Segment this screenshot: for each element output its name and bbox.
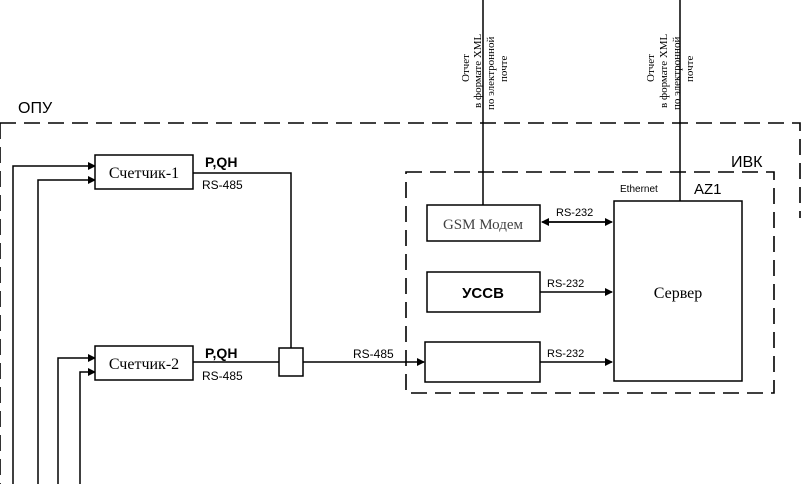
report-1-label: Отчет в формате XML по электронной почте xyxy=(460,33,510,110)
az1-label: AZ1 xyxy=(694,181,722,198)
rs232-links xyxy=(540,218,613,366)
meter-2: Счетчик-2 xyxy=(94,345,194,381)
svg-text:по электронной: по электронной xyxy=(671,37,683,110)
meter-1-signal: P,QH xyxy=(205,154,237,170)
ussv-label: УССВ xyxy=(462,285,504,302)
server-label: Сервер xyxy=(654,285,703,302)
svg-text:Отчет: Отчет xyxy=(460,54,472,82)
svg-text:в формате XML: в формате XML xyxy=(472,33,484,108)
ussv-box xyxy=(426,271,541,313)
report-lines xyxy=(482,0,681,205)
report-2-label: Отчет в формате XML по электронной почте xyxy=(645,33,696,110)
meter-1-interface: RS-485 xyxy=(202,178,243,192)
modem-rs232-label: RS-232 xyxy=(556,207,593,219)
bus-rs485-label: RS-485 xyxy=(353,347,394,361)
meter-1: Счетчик-1 xyxy=(94,154,194,190)
svg-text:Отчет: Отчет xyxy=(645,54,657,82)
opu-label: ОПУ xyxy=(18,100,53,117)
meter-2-label: Счетчик-2 xyxy=(109,356,179,373)
meter-input-lines xyxy=(12,162,96,484)
ethernet-label: Ethernet xyxy=(620,184,658,195)
ivk-label: ИВК xyxy=(731,154,763,171)
svg-text:почте: почте xyxy=(684,56,696,82)
ussv-rs232-label: RS-232 xyxy=(547,278,584,290)
converter-rs232-label: RS-232 xyxy=(547,348,584,360)
meter-1-label: Счетчик-1 xyxy=(109,165,179,182)
converter-box xyxy=(424,341,541,383)
svg-text:по электронной: по электронной xyxy=(485,37,497,110)
gsm-modem-box xyxy=(426,204,541,242)
ivk-boundary xyxy=(405,171,775,394)
rs485-bus xyxy=(193,172,292,363)
junction-box xyxy=(278,347,304,377)
meter-2-signal: P,QH xyxy=(205,345,237,361)
gsm-modem-label: GSM Модем xyxy=(443,217,524,233)
server-box xyxy=(613,200,743,382)
svg-text:почте: почте xyxy=(498,56,510,82)
svg-text:в формате XML: в формате XML xyxy=(658,33,670,108)
meter-2-interface: RS-485 xyxy=(202,369,243,383)
opu-boundary xyxy=(0,122,801,484)
